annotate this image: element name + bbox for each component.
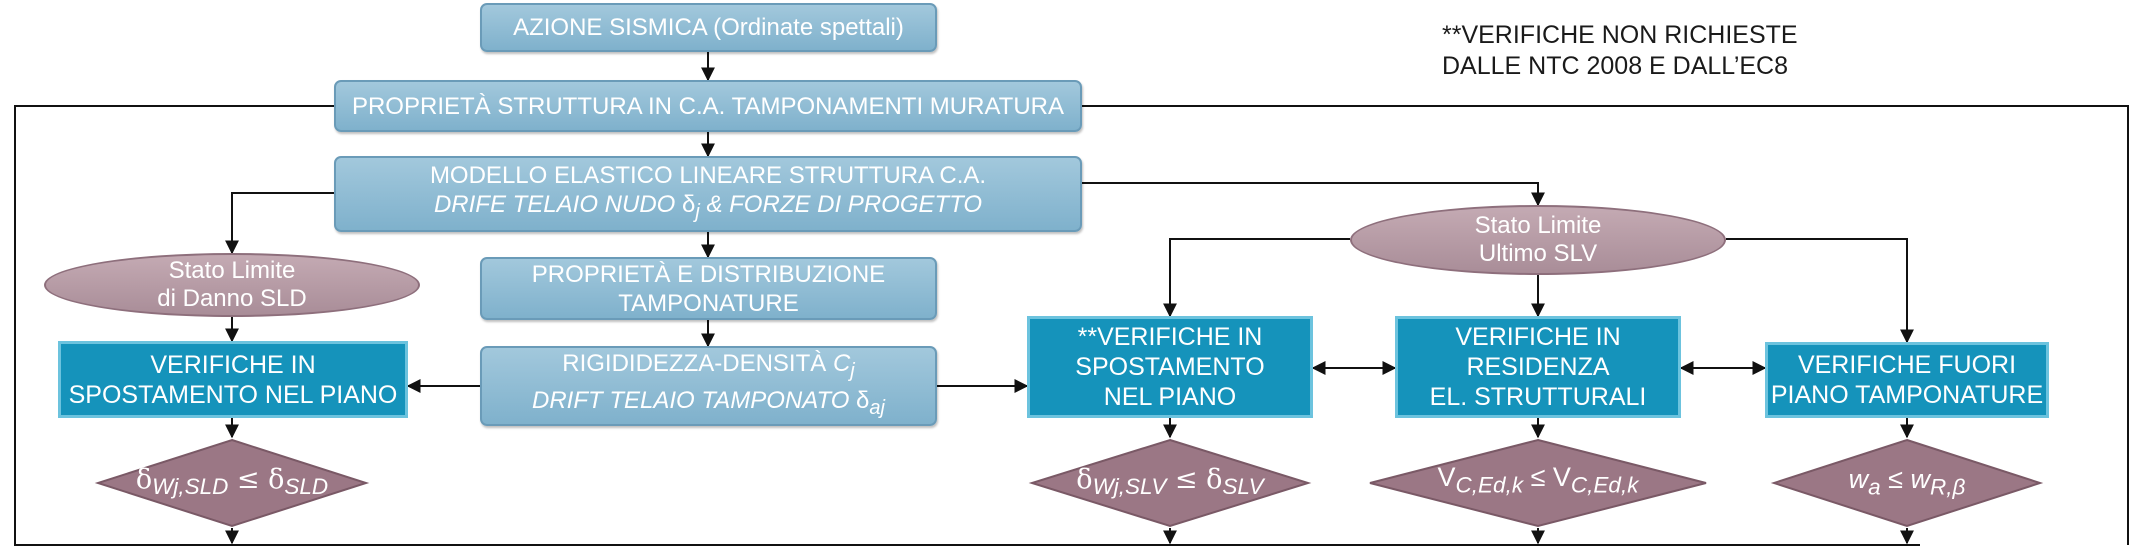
- box-proprieta-label: PROPRIETÀ STRUTTURA IN C.A. TAMPONAMENTI…: [351, 92, 1065, 120]
- box-fuori-line-2: PIANO TAMPONATURE: [1770, 381, 2044, 409]
- check-res-op: ≤: [1523, 462, 1553, 492]
- box-spostamento-line-3: NEL PIANO: [1103, 383, 1237, 411]
- box-distribuzione-line-2: TAMPONATURE: [618, 289, 799, 317]
- check-fuori-formula: wa ≤ wR,β: [1792, 464, 2022, 500]
- box-rigidezza-line-2: DRIFT TELAIO TAMPONATO δaj: [532, 386, 885, 423]
- box-modello-line-2d: & FORZE DI PROGETTO: [699, 191, 983, 219]
- check-slv-lhs: δ: [1076, 464, 1093, 495]
- check-slv-lhs-sub: Wj,SLV: [1092, 474, 1167, 500]
- check-sld-formula: δWj,SLD ≤ δSLD: [102, 464, 362, 500]
- loop-line-left: [14, 105, 1920, 546]
- loop-line-right: [1082, 105, 2129, 545]
- box-modello-elastico: MODELLO ELASTICO LINEARE STRUTTURA C.A. …: [334, 156, 1082, 232]
- ellipse-stato-limite-slv: Stato Limite Ultimo SLV: [1350, 205, 1726, 275]
- check-res-rhs-sub: C,Ed,k: [1570, 472, 1639, 498]
- box-rigidezza-c-sub: j: [850, 360, 855, 382]
- check-fuori-lhs-sub: a: [1868, 474, 1881, 500]
- box-verifiche-sld-line-2: SPOSTAMENTO NEL PIANO: [68, 380, 398, 409]
- arrow-modello-to-sld: [225, 192, 334, 255]
- box-distribuzione-tamponature: PROPRIETÀ E DISTRIBUZIONE TAMPONATURE: [480, 257, 937, 320]
- check-res-lhs: V: [1437, 462, 1456, 492]
- check-sld-rhs-sub: SLD: [284, 474, 329, 500]
- check-fuori-rhs-sub: R,β: [1929, 474, 1966, 500]
- check-res-rhs: V: [1552, 462, 1571, 492]
- note-verifiche-non-richieste: **VERIFICHE NON RICHIESTE DALLE NTC 2008…: [1442, 20, 1798, 82]
- box-modello-line-2: DRIFE TELAIO NUDO δj & FORZE DI PROGETTO: [434, 190, 982, 227]
- box-rigidezza-line-1: RIGIDIDEZZA-DENSITÀ Cj: [562, 349, 854, 386]
- box-azione-sismica: AZIONE SISMICA (Ordinate spettali): [480, 3, 937, 52]
- box-resistenza-line-1: VERIFICHE IN: [1455, 323, 1621, 351]
- box-verifiche-sld-line-1: VERIFICHE IN: [150, 350, 316, 379]
- box-modello-line-1: MODELLO ELASTICO LINEARE STRUTTURA C.A.: [429, 162, 987, 190]
- note-line-2: DALLE NTC 2008 E DALL’EC8: [1442, 52, 1789, 80]
- arrow-slv-to-spostamento: [1163, 238, 1350, 318]
- box-modello-line-2a: DRIFE TELAIO NUDO: [433, 191, 682, 219]
- diamond-check-fuori: [1770, 438, 2044, 528]
- box-spostamento-line-1: **VERIFICHE IN: [1077, 323, 1263, 351]
- note-line-1: **VERIFICHE NON RICHIESTE: [1442, 21, 1798, 49]
- check-sld-lhs-sub: Wj,SLD: [152, 474, 229, 500]
- diamond-check-res: [1369, 438, 1707, 528]
- check-res-lhs-sub: C,Ed,k: [1455, 472, 1524, 498]
- box-proprieta-struttura: PROPRIETÀ STRUTTURA IN C.A. TAMPONAMENTI…: [334, 80, 1082, 132]
- check-slv-rhs: δ: [1206, 464, 1223, 495]
- box-distribuzione-line-1: PROPRIETÀ E DISTRIBUZIONE: [531, 260, 886, 288]
- ellipse-stato-limite-sld: Stato Limite di Danno SLD: [44, 253, 420, 317]
- diamond-check-sld: [94, 438, 370, 528]
- box-verifiche-fuori-piano: VERIFICHE FUORI PIANO TAMPONATURE: [1765, 342, 2049, 418]
- ellipse-slv-line-2: Ultimo SLV: [1478, 240, 1598, 267]
- check-fuori-lhs: w: [1848, 464, 1869, 494]
- box-spostamento-line-2: SPOSTAMENTO: [1075, 353, 1265, 381]
- box-modello-delta: δ: [681, 191, 696, 219]
- diamond-check-slv: [1028, 438, 1312, 528]
- check-sld-lhs: δ: [135, 464, 153, 495]
- box-fuori-line-1: VERIFICHE FUORI: [1797, 351, 2017, 379]
- ellipse-sld-line-1: Stato Limite: [168, 257, 296, 284]
- box-verifiche-spostamento-slv: **VERIFICHE IN SPOSTAMENTO NEL PIANO: [1027, 316, 1313, 418]
- check-slv-rhs-sub: SLV: [1222, 474, 1264, 500]
- ellipse-slv-line-1: Stato Limite: [1474, 212, 1602, 239]
- check-sld-op: ≤: [228, 464, 269, 495]
- box-rigidezza-c: C: [832, 350, 851, 378]
- box-azione-label: AZIONE SISMICA (Ordinate spettali): [513, 14, 904, 41]
- box-resistenza-line-3: EL. STRUTTURALI: [1429, 383, 1647, 411]
- box-rigidezza-delta-sub: aj: [869, 396, 885, 419]
- box-modello-delta-sub: j: [695, 200, 700, 223]
- check-slv-op: ≤: [1166, 464, 1207, 495]
- check-fuori-op: ≤: [1880, 464, 1911, 494]
- box-rigidezza-delta: δ: [856, 387, 870, 414]
- check-fuori-rhs: w: [1910, 464, 1930, 494]
- arrow-slv-to-fuori: [1726, 238, 1914, 344]
- box-verifiche-sld: VERIFICHE IN SPOSTAMENTO NEL PIANO: [58, 341, 408, 418]
- check-sld-rhs: δ: [268, 464, 285, 495]
- box-rigidezza-densita: RIGIDIDEZZA-DENSITÀ Cj DRIFT TELAIO TAMP…: [480, 346, 937, 426]
- box-verifiche-resistenza: VERIFICHE IN RESIDENZA EL. STRUTTURALI: [1395, 316, 1681, 418]
- check-res-formula: VC,Ed,k ≤ VC,Ed,k: [1388, 462, 1688, 498]
- box-rigidezza-line-2a: DRIFT TELAIO TAMPONATO: [532, 387, 857, 414]
- check-slv-formula: δWj,SLV ≤ δSLV: [1040, 464, 1300, 500]
- box-resistenza-line-2: RESIDENZA: [1466, 353, 1610, 381]
- ellipse-sld-line-2: di Danno SLD: [157, 285, 307, 312]
- box-rigidezza-line-1a: RIGIDIDEZZA-DENSITÀ: [562, 350, 833, 378]
- arrow-modello-to-slv: [1082, 182, 1545, 207]
